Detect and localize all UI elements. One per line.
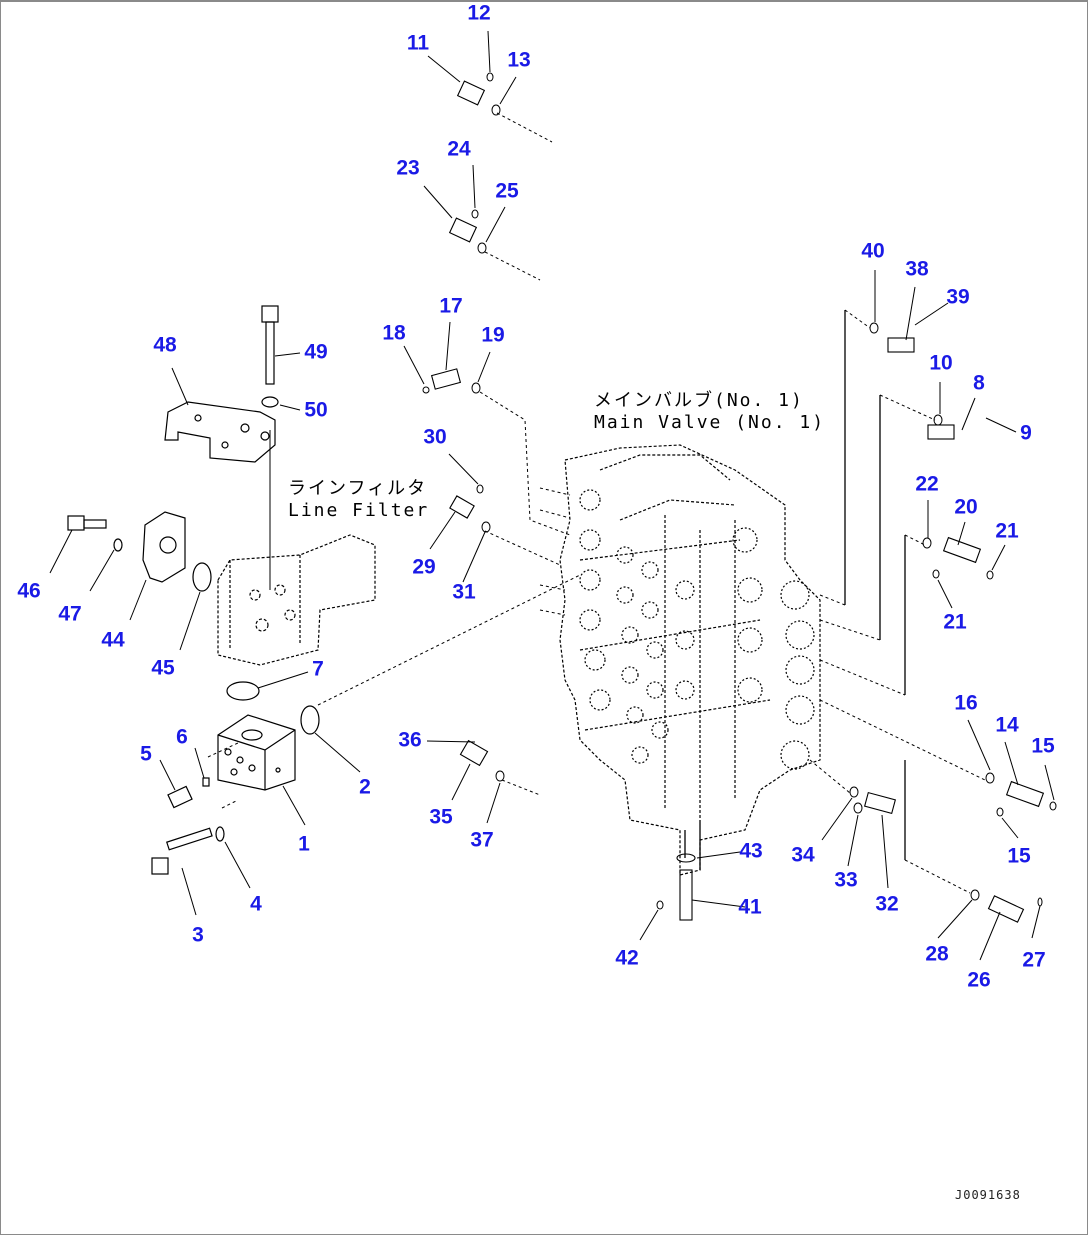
callout-11[interactable]: 11	[406, 31, 430, 55]
drawing-id: J0091638	[955, 1188, 1021, 1202]
bracket-part	[164, 401, 276, 463]
callout-50[interactable]: 50	[304, 398, 328, 422]
plug-part	[167, 785, 193, 809]
callout-8[interactable]: 8	[973, 371, 985, 395]
callout-31[interactable]: 31	[452, 580, 476, 604]
small-seal-parts	[422, 72, 1057, 910]
callout-5[interactable]: 5	[140, 742, 152, 766]
callout-15a[interactable]: 15	[1031, 734, 1055, 758]
callout-36[interactable]: 36	[398, 728, 422, 752]
washer-part	[261, 396, 279, 408]
main-valve-note-en: Main Valve (No. 1)	[594, 412, 826, 433]
callout-44[interactable]: 44	[101, 628, 125, 652]
callout-2[interactable]: 2	[359, 775, 371, 799]
main-valve-ports	[579, 489, 815, 770]
o-ring-large-part	[226, 681, 260, 701]
main-valve-dash-lines	[539, 487, 906, 696]
flange-washer-part	[113, 538, 123, 552]
callout-48[interactable]: 48	[153, 333, 177, 357]
callout-4[interactable]: 4	[250, 892, 262, 916]
callout-16[interactable]: 16	[954, 691, 978, 715]
flange-bolt-part	[67, 515, 107, 531]
callout-20[interactable]: 20	[954, 495, 978, 519]
mount-washer-part	[215, 826, 225, 842]
callout-32[interactable]: 32	[875, 892, 899, 916]
callout-13[interactable]: 13	[507, 48, 531, 72]
callout-10[interactable]: 10	[929, 351, 953, 375]
callout-27[interactable]: 27	[1022, 948, 1046, 972]
callout-33[interactable]: 33	[834, 868, 858, 892]
main-valve-note: メインバルブ(No. 1) Main Valve (No. 1)	[594, 390, 825, 434]
line-filter-body	[217, 534, 376, 666]
callout-30[interactable]: 30	[423, 425, 447, 449]
callout-49[interactable]: 49	[304, 340, 328, 364]
mount-bolt-part	[151, 827, 213, 875]
fitting-parts	[430, 80, 1045, 923]
bolt-part	[261, 305, 279, 385]
callout-25[interactable]: 25	[495, 179, 519, 203]
callout-34[interactable]: 34	[791, 843, 815, 867]
callout-7[interactable]: 7	[312, 657, 324, 681]
flange-part	[142, 511, 186, 583]
flange-o-ring-part	[192, 562, 212, 592]
plug-ring-part	[202, 777, 210, 787]
callout-19[interactable]: 19	[481, 323, 505, 347]
callout-14[interactable]: 14	[995, 713, 1019, 737]
main-valve-note-jp: メインバルブ(No. 1)	[594, 390, 804, 411]
pipe-routes	[684, 310, 906, 870]
callout-3[interactable]: 3	[192, 923, 204, 947]
callout-12[interactable]: 12	[467, 1, 491, 25]
callout-22[interactable]: 22	[915, 472, 939, 496]
callout-1[interactable]: 1	[298, 832, 310, 856]
block-part	[217, 714, 296, 791]
callout-35[interactable]: 35	[429, 805, 453, 829]
callout-41[interactable]: 41	[738, 895, 762, 919]
callout-18[interactable]: 18	[382, 321, 406, 345]
callout-26[interactable]: 26	[967, 968, 991, 992]
callout-21a[interactable]: 21	[995, 519, 1019, 543]
leader-lines	[49, 30, 1055, 961]
callout-23[interactable]: 23	[396, 156, 420, 180]
callout-40[interactable]: 40	[861, 239, 885, 263]
callout-42[interactable]: 42	[615, 946, 639, 970]
callout-15b[interactable]: 15	[1007, 844, 1031, 868]
callout-24[interactable]: 24	[447, 137, 471, 161]
dashed-connection-lines	[207, 112, 986, 894]
line-filter-note-jp: ラインフィルタ	[288, 478, 428, 499]
callout-28[interactable]: 28	[925, 942, 949, 966]
main-valve-body	[559, 444, 821, 876]
callout-37[interactable]: 37	[470, 828, 494, 852]
o-ring-part	[300, 705, 320, 735]
callout-47[interactable]: 47	[58, 602, 82, 626]
callout-21b[interactable]: 21	[943, 610, 967, 634]
line-filter-note: ラインフィルタ Line Filter	[288, 478, 429, 522]
callout-29[interactable]: 29	[412, 555, 436, 579]
callout-38[interactable]: 38	[905, 257, 929, 281]
callout-46[interactable]: 46	[17, 579, 41, 603]
callout-17[interactable]: 17	[439, 294, 463, 318]
line-filter-note-en: Line Filter	[288, 500, 430, 521]
callout-45[interactable]: 45	[151, 656, 175, 680]
callout-39[interactable]: 39	[946, 285, 970, 309]
callout-9[interactable]: 9	[1020, 421, 1032, 445]
callout-43[interactable]: 43	[739, 839, 763, 863]
callout-6[interactable]: 6	[176, 725, 188, 749]
